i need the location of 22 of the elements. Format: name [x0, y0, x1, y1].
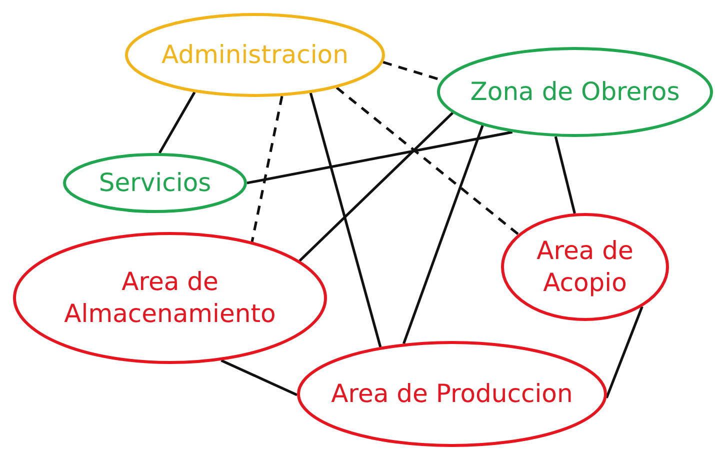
node-label: Area de Produccion — [331, 378, 573, 410]
connector-line — [605, 306, 644, 398]
ellipse-node — [13, 232, 327, 364]
ellipse-node — [437, 47, 713, 137]
connector-line — [402, 124, 484, 344]
node-label: Servicios — [98, 166, 212, 199]
node-label: Zona de Obreros — [470, 76, 680, 108]
ellipse-node — [501, 213, 669, 321]
ellipse-node — [297, 341, 607, 447]
ellipse-node — [63, 153, 247, 213]
node-label: Administracion — [162, 38, 348, 71]
connector-line — [158, 92, 196, 154]
connector-line — [220, 359, 298, 396]
connector-line — [250, 96, 284, 242]
connector-line — [336, 86, 520, 236]
connector-line — [298, 112, 454, 262]
connector-line — [246, 130, 513, 184]
ellipse-node — [125, 13, 385, 97]
connector-line — [554, 136, 576, 214]
node-label: Area de Almacenamiento — [63, 266, 277, 330]
node-label: Area de Acopio — [536, 234, 634, 299]
connector-line — [309, 92, 382, 348]
